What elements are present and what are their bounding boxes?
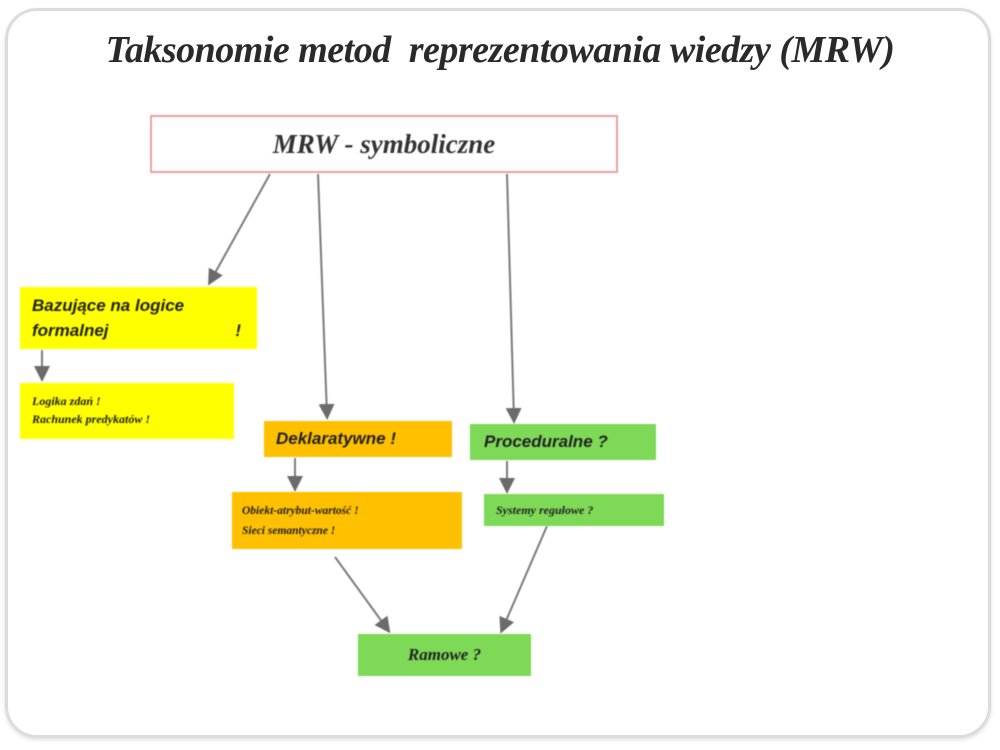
slide-title: Taksonomie metod reprezentowania wiedzy … [105, 29, 895, 71]
node-rule-systems-label: Systemy regułowe ? [496, 502, 594, 517]
node-formal-logic: Bazujące na logice formalnej ! [20, 287, 257, 349]
node-procedural-label: Proceduralne ? [484, 432, 608, 451]
node-logic-subtypes: Logika zdań ! Rachunek predykatów ! [20, 383, 234, 439]
edge-root-procedural [505, 173, 522, 424]
node-logic-subtypes-line2: Rachunek predykatów ! [32, 412, 151, 426]
edge-root-logic [208, 173, 271, 286]
node-root-label: MRW - symboliczne [272, 128, 496, 159]
node-logic-subtypes-line1: Logika zdań ! [32, 394, 101, 408]
node-formal-logic-line2: formalnej [32, 321, 109, 340]
node-objects-line2: Sieci semantyczne ! [242, 525, 336, 537]
node-formal-logic-mark: ! [235, 321, 241, 340]
node-declarative-label: Deklaratywne ! [276, 429, 396, 448]
node-frames-label: Ramowe ? [407, 645, 482, 664]
node-root-symbolic: MRW - symboliczne [150, 115, 618, 173]
edge-objects-frames [334, 556, 391, 634]
node-formal-logic-line1: Bazujące na logice [32, 296, 185, 315]
node-declarative: Deklaratywne ! [264, 421, 452, 457]
node-procedural: Proceduralne ? [470, 424, 656, 460]
node-object-attribute-value: Obiekt-atrybut-wartość ! Sieci semantycz… [232, 492, 462, 549]
edge-rules-frames [499, 525, 548, 634]
node-rule-systems: Systemy regułowe ? [484, 494, 664, 526]
node-objects-line1: Obiekt-atrybut-wartość ! [242, 505, 359, 517]
node-frames: Ramowe ? [358, 634, 531, 676]
edge-root-declarative [317, 173, 335, 420]
